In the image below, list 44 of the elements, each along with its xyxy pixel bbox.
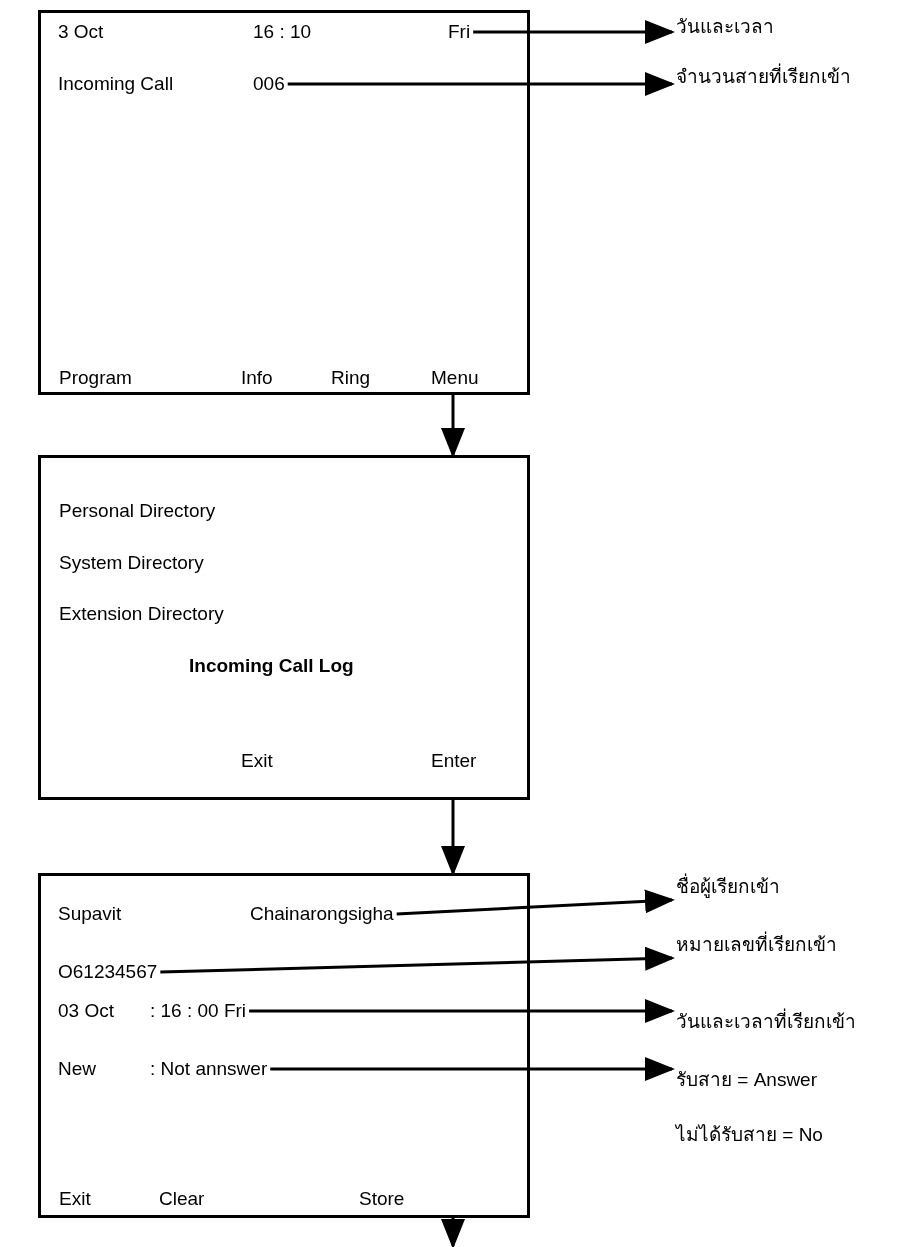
screen-text: : Not annswer xyxy=(150,1057,268,1081)
annotation-text: วันและเวลา xyxy=(676,12,836,44)
screen-text: System Directory xyxy=(59,551,204,575)
annotation-text: ไม่ได้รับสาย = No xyxy=(676,1123,823,1147)
screen-text: Supavit xyxy=(58,902,123,926)
arrow xyxy=(396,889,675,916)
arrow xyxy=(473,20,675,44)
screen-text: Menu xyxy=(431,366,479,390)
annotation-text: รับสาย = Answer xyxy=(676,1065,876,1097)
annotation-text: หมายเลขที่เรียกเข้า xyxy=(676,930,898,962)
arrow xyxy=(270,1057,675,1081)
screen-text: 3 Oct xyxy=(58,20,105,44)
display-screen xyxy=(38,10,530,395)
display-screen xyxy=(38,873,530,1218)
screen-text: 006 xyxy=(253,72,285,96)
screen-text: Fri xyxy=(448,20,471,44)
screen-text: Clear xyxy=(159,1187,205,1211)
annotation-text: ชื่อผู้เรียกเข้า xyxy=(676,872,876,904)
screen-text: Exit xyxy=(241,749,273,773)
screen-text: New xyxy=(58,1057,97,1081)
arrow xyxy=(441,1218,465,1247)
screen-text: 16 : 10 xyxy=(253,20,313,44)
screen-text: Chainarongsigha xyxy=(250,902,394,926)
screen-text: Extension Directory xyxy=(59,602,224,626)
highlighted-menu-item: Incoming Call Log xyxy=(189,654,354,678)
screen-text: Enter xyxy=(431,749,477,773)
screen-text: 03 Oct xyxy=(58,999,115,1023)
screen-text: Exit xyxy=(59,1187,91,1211)
screen-text: Program xyxy=(59,366,132,390)
arrow xyxy=(249,999,675,1023)
annotation-text: จำนวนสายที่เรียกเข้า xyxy=(676,62,898,94)
screen-text: Ring xyxy=(331,366,371,390)
screen-text: Store xyxy=(359,1187,405,1211)
annotation-text: วันและเวลาที่เรียกเข้า xyxy=(676,1007,898,1039)
arrow xyxy=(287,72,675,96)
screen-text: : 16 : 00 Fri xyxy=(150,999,247,1023)
screen-text: Info xyxy=(241,366,273,390)
screen-text: Incoming Call xyxy=(58,72,175,96)
screen-text: O61234567 xyxy=(58,960,158,984)
arrow xyxy=(441,395,465,458)
arrow xyxy=(441,800,465,876)
screen-text: Personal Directory xyxy=(59,499,216,523)
display-screen xyxy=(38,455,530,800)
arrow xyxy=(160,946,675,974)
